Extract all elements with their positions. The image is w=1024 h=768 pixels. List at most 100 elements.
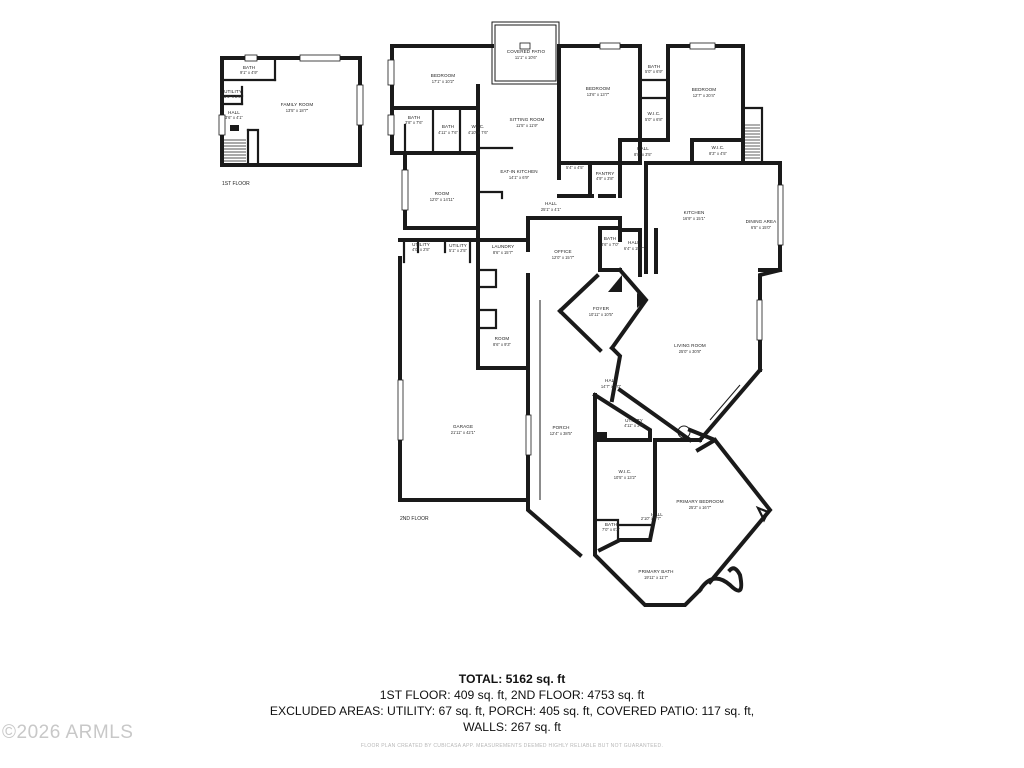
svg-text:BATH: BATH	[605, 522, 617, 527]
room-label-wicC: W.I.C.8'3" x 4'5"	[709, 145, 727, 156]
svg-text:HALL: HALL	[628, 240, 640, 245]
svg-text:FOYER: FOYER	[593, 306, 610, 311]
floor-areas: 1ST FLOOR: 409 sq. ft, 2ND FLOOR: 4753 s…	[379, 688, 645, 702]
total-area: TOTAL: 5162 sq. ft	[458, 672, 566, 686]
svg-text:GARAGE: GARAGE	[453, 424, 473, 429]
svg-text:PORCH: PORCH	[552, 425, 569, 430]
svg-text:4'0" x 2'5": 4'0" x 2'5"	[412, 247, 430, 252]
svg-text:2'10" x 7'7": 2'10" x 7'7"	[641, 516, 662, 521]
svg-text:BEDROOM: BEDROOM	[431, 73, 456, 78]
svg-text:13'6" x 13'7": 13'6" x 13'7"	[587, 92, 610, 97]
svg-text:10'5" x 13'2": 10'5" x 13'2"	[614, 475, 637, 480]
svg-text:6'4" x 15'7": 6'4" x 15'7"	[624, 246, 645, 251]
svg-text:19'11" x 11'7": 19'11" x 11'7"	[644, 575, 669, 580]
svg-text:3'6" x 7'0": 3'6" x 7'0"	[601, 242, 619, 247]
svg-text:SITTING ROOM: SITTING ROOM	[510, 117, 545, 122]
svg-text:BATH: BATH	[408, 115, 420, 120]
copyright-watermark: ©2026 ARMLS	[2, 722, 134, 743]
svg-text:8'6" x 15'7": 8'6" x 15'7"	[493, 250, 514, 255]
svg-text:25'0" x 30'8": 25'0" x 30'8"	[679, 349, 702, 354]
svg-text:5'4" x 4'5": 5'4" x 4'5"	[566, 165, 584, 170]
svg-text:UTILITY: UTILITY	[412, 242, 430, 247]
svg-text:13'5" x 18'7": 13'5" x 18'7"	[286, 108, 309, 113]
svg-text:5'0" x 6'8": 5'0" x 6'8"	[645, 117, 663, 122]
svg-text:HALL: HALL	[605, 378, 617, 383]
svg-text:12'7" x 20'4": 12'7" x 20'4"	[693, 93, 716, 98]
svg-text:EAT-IN KITCHEN: EAT-IN KITCHEN	[500, 169, 537, 174]
svg-text:BATH: BATH	[604, 236, 616, 241]
svg-text:4'11" x 3'8": 4'11" x 3'8"	[624, 423, 644, 428]
svg-text:PANTRY: PANTRY	[596, 171, 615, 176]
disclaimer-text: FLOOR PLAN CREATED BY CUBICASA APP. MEAS…	[360, 743, 664, 749]
svg-text:HALL: HALL	[545, 201, 557, 206]
svg-text:6'5" x 15'0": 6'5" x 15'0"	[751, 225, 772, 230]
svg-text:8'0" x 3'5": 8'0" x 3'5"	[634, 152, 652, 157]
svg-text:UTILITY: UTILITY	[625, 418, 643, 423]
svg-text:10'11" x 10'5": 10'11" x 10'5"	[589, 312, 614, 317]
svg-text:W.I.C.: W.I.C.	[471, 124, 484, 129]
svg-text:BATH: BATH	[442, 124, 454, 129]
room-label-wicA: W.I.C.4'10" x 7'6"	[468, 124, 489, 135]
svg-text:LIVING ROOM: LIVING ROOM	[674, 343, 706, 348]
svg-text:KITCHEN: KITCHEN	[684, 210, 705, 215]
svg-text:14'7" x 4'0": 14'7" x 4'0"	[601, 384, 622, 389]
svg-text:COVERED PATIO: COVERED PATIO	[507, 49, 546, 54]
first-floor-plan	[218, 54, 364, 167]
svg-text:OFFICE: OFFICE	[554, 249, 571, 254]
svg-text:UTILITY: UTILITY	[224, 89, 242, 94]
svg-text:HALL: HALL	[651, 512, 663, 517]
svg-text:HALL: HALL	[228, 110, 240, 115]
svg-text:BATH: BATH	[648, 64, 660, 69]
svg-text:LAUNDRY: LAUNDRY	[492, 244, 515, 249]
svg-text:7'0" x 6'2": 7'0" x 6'2"	[602, 527, 620, 532]
svg-text:3'6" x 2'6": 3'6" x 2'6"	[224, 94, 242, 99]
svg-text:17'1" x 10'2": 17'1" x 10'2"	[432, 79, 455, 84]
room-label-wicD: W.I.C.10'5" x 13'2"	[614, 469, 637, 480]
svg-text:5'1" x 2'5": 5'1" x 2'5"	[449, 248, 467, 253]
svg-text:W.I.C.: W.I.C.	[618, 469, 631, 474]
svg-text:14'1" x 6'9": 14'1" x 6'9"	[509, 175, 530, 180]
svg-text:5'0" x 6'9": 5'0" x 6'9"	[645, 69, 663, 74]
svg-text:UTILITY: UTILITY	[449, 243, 467, 248]
svg-text:FAMILY ROOM: FAMILY ROOM	[281, 102, 314, 107]
svg-text:PRIMARY BEDROOM: PRIMARY BEDROOM	[676, 499, 723, 504]
svg-text:HALL: HALL	[637, 146, 649, 151]
floor-label-first: 1ST FLOOR	[222, 181, 250, 187]
svg-text:PRIMARY BATH: PRIMARY BATH	[638, 569, 673, 574]
svg-text:BEDROOM: BEDROOM	[692, 87, 717, 92]
svg-text:8'3" x 4'5": 8'3" x 4'5"	[709, 151, 727, 156]
svg-text:11'1" x 10'6": 11'1" x 10'6"	[515, 55, 538, 60]
svg-text:9'1" x 4'9": 9'1" x 4'9"	[240, 70, 258, 75]
svg-text:ROOM: ROOM	[495, 336, 510, 341]
svg-text:BEDROOM: BEDROOM	[586, 86, 611, 91]
